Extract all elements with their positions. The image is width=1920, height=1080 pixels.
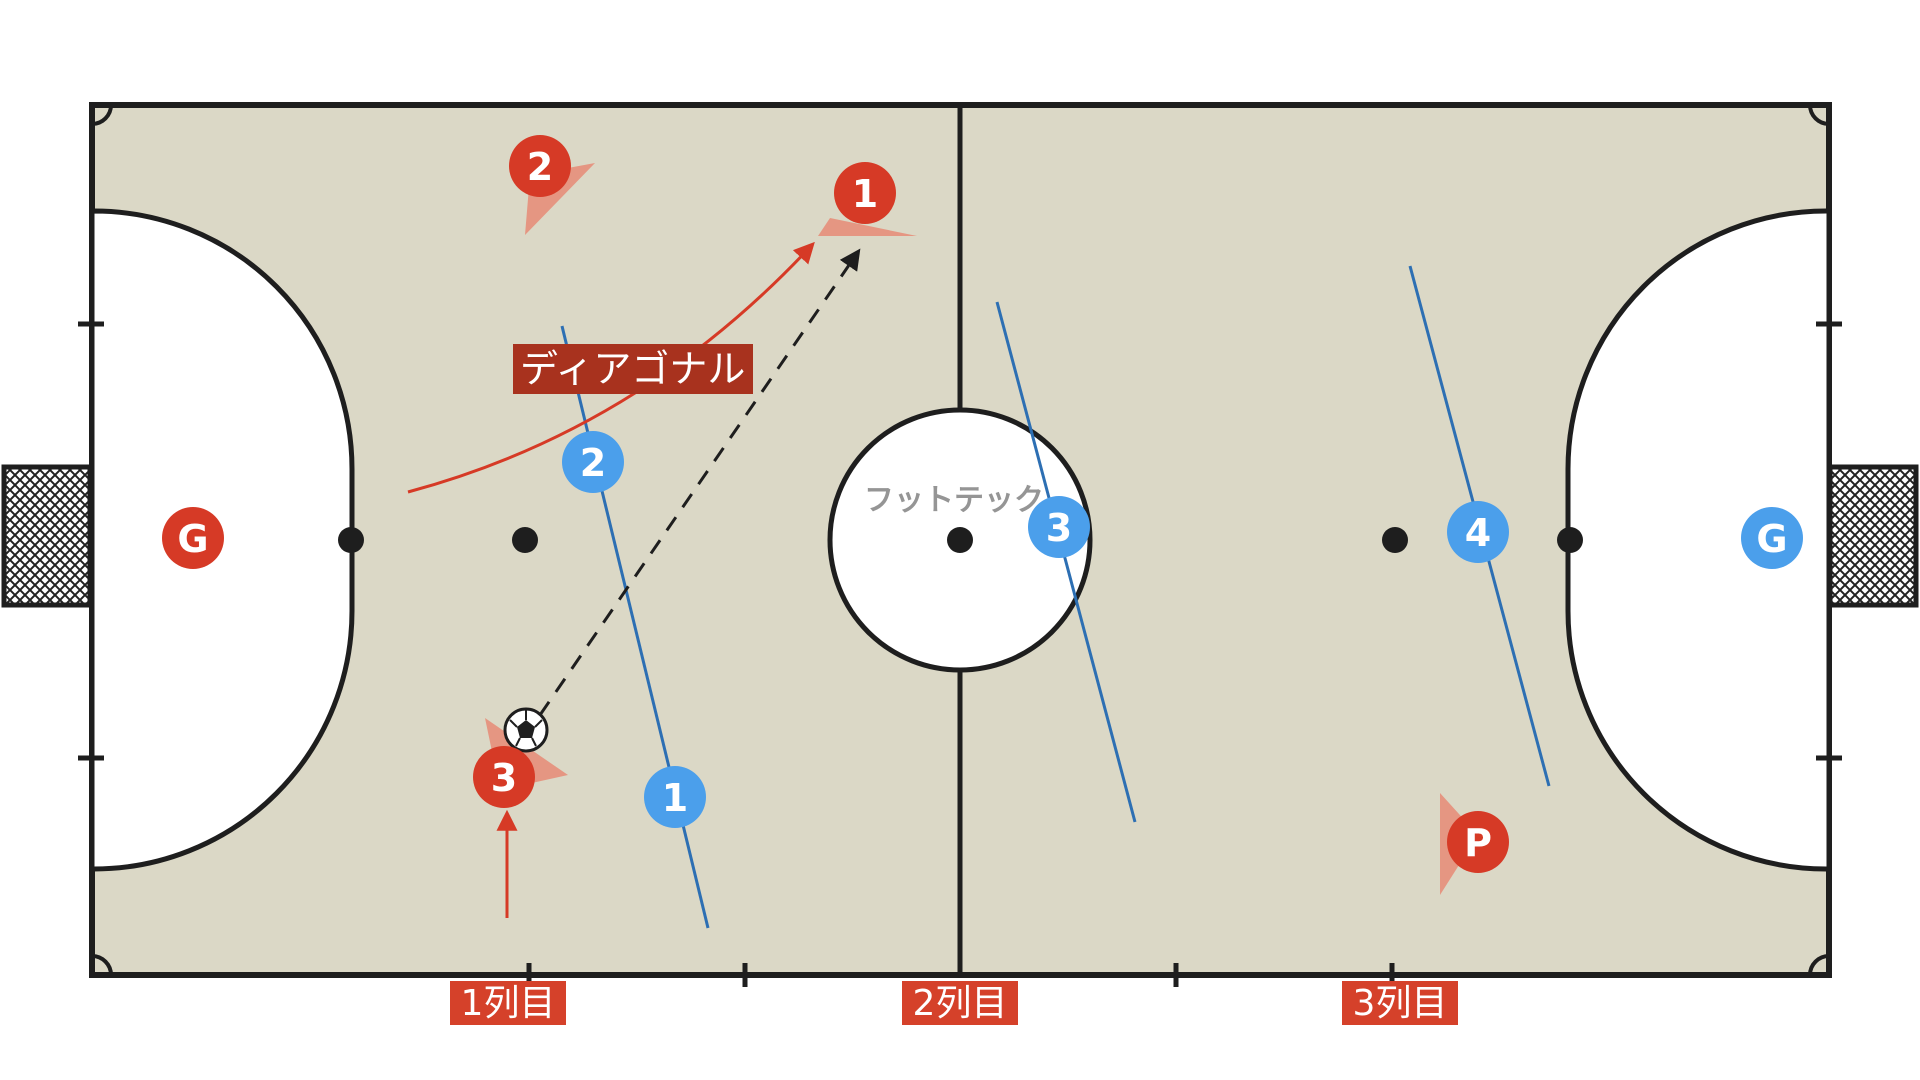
left-goal	[1, 464, 93, 608]
blue-goalkeeper: G	[1741, 507, 1803, 569]
right-goal	[1827, 464, 1919, 608]
diagonal-run-arrow	[407, 241, 815, 494]
blue-player-3: 3	[1028, 496, 1090, 558]
court-spots	[338, 527, 1583, 553]
court-tick-marks	[78, 321, 1842, 987]
column-label-2: 2列目	[902, 981, 1018, 1025]
svg-text:2: 2	[527, 145, 553, 189]
corner-arcs	[91, 104, 1830, 976]
right-penalty-area	[1565, 208, 1832, 872]
soccer-ball-icon	[503, 707, 549, 753]
play-label-text: ディアゴナル	[520, 347, 745, 391]
svg-text:P: P	[1464, 821, 1492, 865]
blue-player-4: 4	[1447, 501, 1509, 563]
svg-text:1列目: 1列目	[461, 983, 556, 1024]
red-pivot: P	[1447, 811, 1509, 873]
svg-text:2列目: 2列目	[913, 983, 1008, 1024]
svg-text:3: 3	[491, 756, 517, 800]
red-player-1: 1	[834, 162, 896, 224]
red-player-3: 3	[473, 746, 535, 808]
watermark-text: フットテック	[864, 483, 1044, 518]
svg-text:3列目: 3列目	[1353, 983, 1448, 1024]
svg-text:1: 1	[662, 776, 688, 820]
column-label-1: 1列目	[450, 981, 566, 1025]
blue-player-2: 2	[562, 431, 624, 493]
pass-line	[538, 248, 861, 716]
play-label: ディアゴナル	[513, 344, 753, 394]
column-label-3: 3列目	[1342, 981, 1458, 1025]
svg-text:4: 4	[1465, 511, 1491, 555]
svg-text:3: 3	[1046, 506, 1072, 550]
blue-player-1: 1	[644, 766, 706, 828]
red-player-2: 2	[509, 135, 571, 197]
svg-text:2: 2	[580, 441, 606, 485]
svg-text:G: G	[1756, 517, 1787, 561]
svg-text:G: G	[177, 517, 208, 561]
red-goalkeeper: G	[162, 507, 224, 569]
svg-text:1: 1	[852, 172, 878, 216]
